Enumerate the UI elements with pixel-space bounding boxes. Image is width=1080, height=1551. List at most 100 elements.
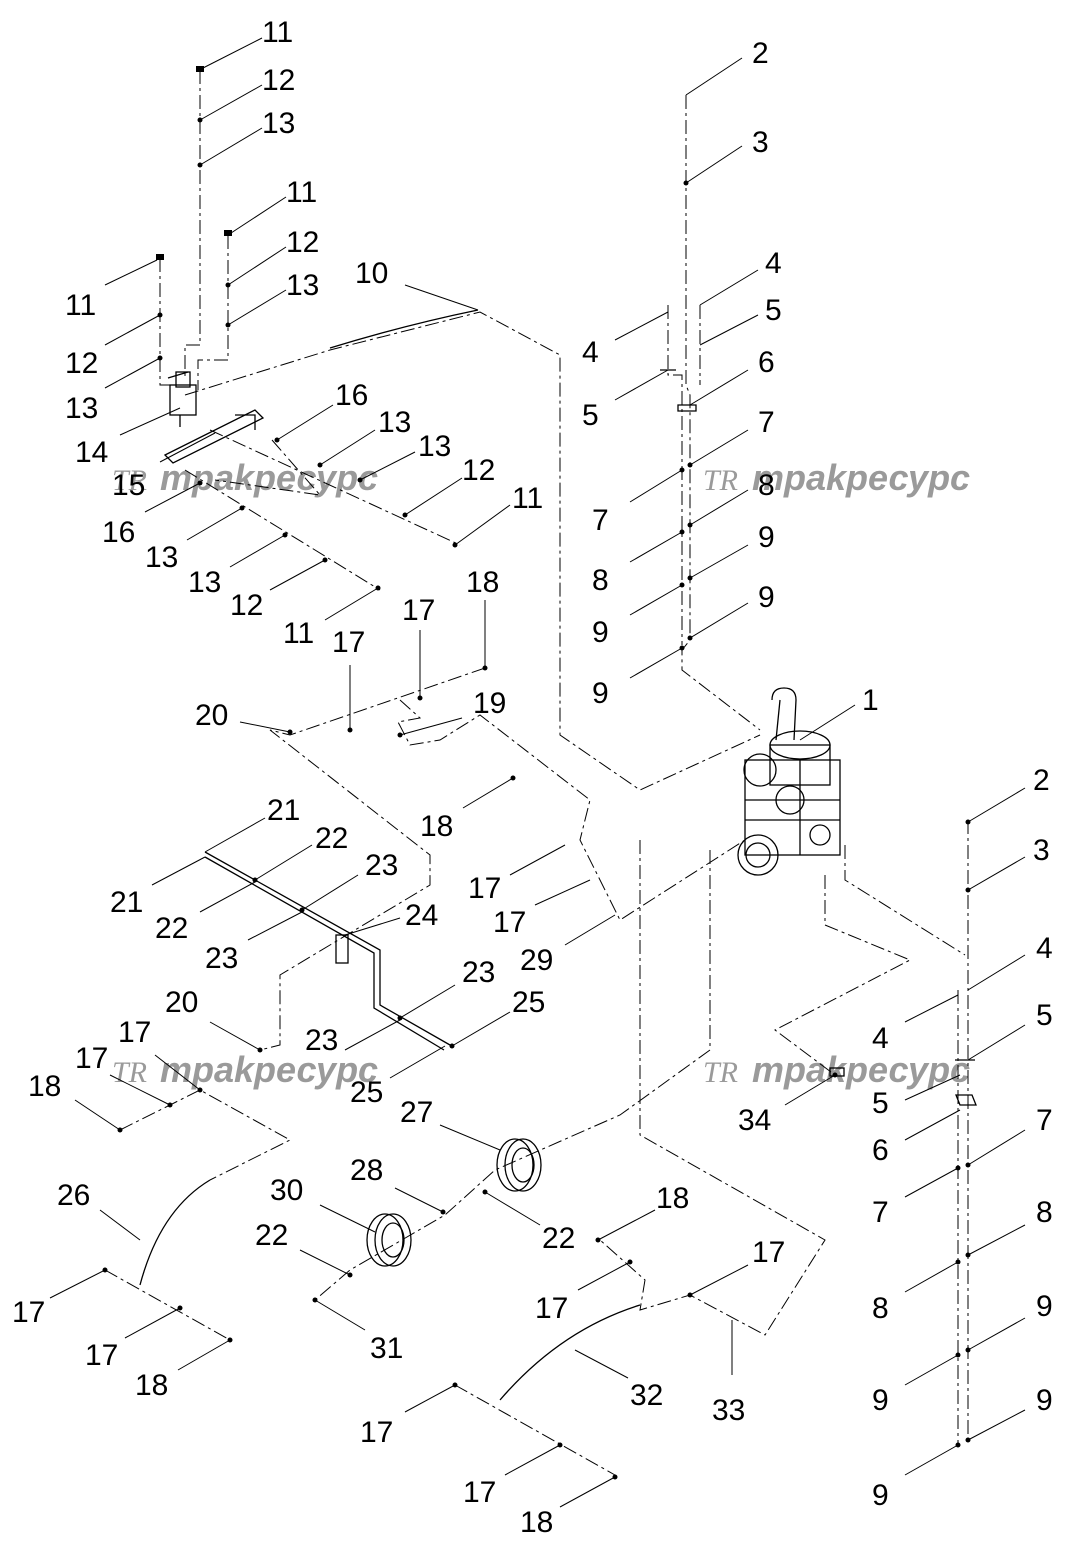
callout: 32 [630,1379,663,1412]
callout: 25 [350,1076,383,1109]
callout: 13 [286,269,319,302]
callouts: 11 12 13 11 12 13 11 12 13 14 10 15 16 1… [12,16,1053,1539]
callout: 6 [758,346,775,379]
callout: 4 [872,1022,889,1055]
callout: 21 [267,794,300,827]
callout: 23 [305,1024,338,1057]
watermark-text: трakресурс [160,1049,378,1090]
callout: 18 [466,566,499,599]
callout: 17 [332,626,365,659]
callout: 17 [12,1296,45,1329]
callout: 8 [592,564,609,597]
callout: 13 [418,430,451,463]
callout: 17 [118,1016,151,1049]
hose-10 [329,309,479,349]
callout: 9 [1036,1384,1053,1417]
callout: 3 [752,126,769,159]
callout: 17 [402,594,435,627]
callout: 17 [752,1236,785,1269]
callout: 20 [195,699,228,732]
callout: 18 [656,1182,689,1215]
engine-icon [737,687,841,876]
callout: 22 [315,822,348,855]
callout: 20 [165,986,198,1019]
callout: 28 [350,1154,383,1187]
callout: 17 [463,1476,496,1509]
callout: 7 [592,504,609,537]
hose-32 [499,1304,641,1401]
callout: 13 [145,541,178,574]
callout: 9 [872,1384,889,1417]
callout: 12 [230,589,263,622]
callout: 34 [738,1104,771,1137]
callout: 27 [400,1096,433,1129]
callout: 8 [758,469,775,502]
callout: 11 [286,176,317,209]
watermark-bottom-left: TR трakресурс [112,1049,378,1090]
flange-30-icon [366,1213,412,1267]
callout: 4 [1036,932,1053,965]
callout: 23 [365,849,398,882]
callout: 18 [520,1506,553,1539]
callout: 15 [112,469,145,502]
callout: 12 [286,226,319,259]
watermark-bottom-right: TR трakресурс [703,1049,970,1090]
callout: 17 [535,1292,568,1325]
callout: 18 [135,1369,168,1402]
callout: 29 [520,944,553,977]
watermark-logo: TR [112,464,147,497]
callout: 13 [378,406,411,439]
callout: 9 [872,1479,889,1512]
callout: 17 [360,1416,393,1449]
callout: 33 [712,1394,745,1427]
callout: 12 [65,347,98,380]
callout: 17 [468,872,501,905]
callout: 19 [473,687,506,720]
callout: 5 [1036,999,1053,1032]
callout: 24 [405,899,438,932]
watermark-logo: TR [703,464,738,497]
callout: 11 [262,16,293,49]
bracket-15-icon [163,409,265,464]
callout: 9 [592,616,609,649]
callout: 11 [512,482,543,515]
callout: 8 [872,1292,889,1325]
callout: 25 [512,986,545,1019]
callout: 13 [188,566,221,599]
callout: 23 [462,956,495,989]
callout: 7 [1036,1104,1053,1137]
parts [139,66,977,1401]
leader-lines [49,37,1026,1508]
callout: 9 [758,581,775,614]
pipe-21-icon [204,851,451,1051]
callout: 1 [862,684,879,717]
watermark-text: трakресурс [752,1049,970,1090]
callout: 21 [110,886,143,919]
callout: 2 [1033,764,1050,797]
callout: 22 [255,1219,288,1252]
callout: 11 [283,617,314,650]
callout: 7 [758,406,775,439]
callout: 5 [872,1087,889,1120]
callout: 23 [205,942,238,975]
callout: 17 [85,1339,118,1372]
callout: 5 [765,294,782,327]
callout: 17 [493,906,526,939]
bolt-icon [156,66,232,260]
callout: 26 [57,1179,90,1212]
watermark-top-right: TR трakресурс [703,457,970,498]
callout: 16 [102,516,135,549]
callout: 13 [65,392,98,425]
watermark-logo: TR [703,1056,738,1089]
flange-27-icon [496,1138,542,1192]
callout: 16 [335,379,368,412]
callout: 2 [752,37,769,70]
callout: 30 [270,1174,303,1207]
callout: 9 [592,677,609,710]
callout: 11 [65,289,96,322]
hose-26 [139,1179,211,1286]
callout: 31 [370,1332,403,1365]
callout: 12 [262,64,295,97]
clamp-6-icon [955,1059,977,1106]
